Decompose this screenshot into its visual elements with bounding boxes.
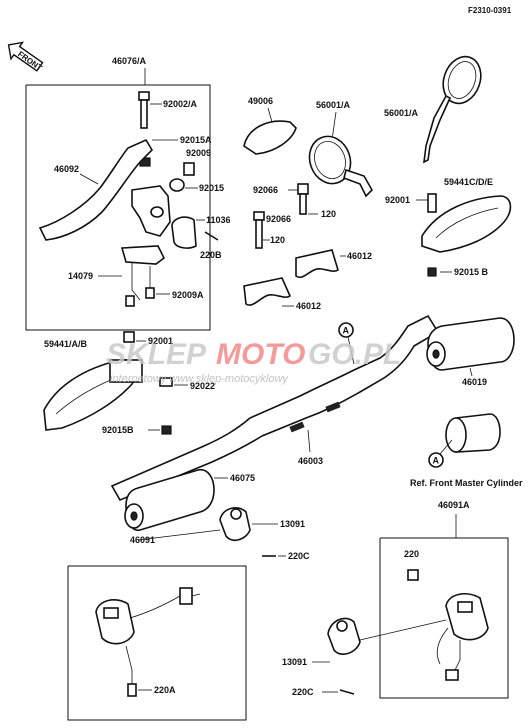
guard-bracket-left	[109, 359, 143, 383]
left-handlebar-switch	[95, 587, 201, 686]
label-92022: 92022	[190, 381, 215, 391]
label-11036: 11036	[206, 215, 231, 225]
label-92009A: 92009A	[172, 290, 204, 300]
front-arrow-icon: FRONT	[7, 41, 44, 73]
guard-bolt-right	[427, 193, 437, 213]
label-92066-upper: 92066	[253, 185, 278, 195]
left-grip	[124, 468, 215, 531]
ref-marker-top	[338, 322, 354, 338]
throttle-housing-ref	[445, 413, 501, 453]
label-120-upper: 120	[321, 209, 336, 219]
guard-spacer-left	[159, 377, 173, 387]
label-46076: 46076/A	[112, 56, 147, 66]
label-46075: 46075	[230, 473, 255, 483]
label-59441CDE: 59441C/D/E	[444, 177, 493, 187]
label-13091-left: 13091	[280, 519, 305, 529]
handlebar-knurl	[289, 401, 341, 433]
watermark-brand-right: GO.PL	[308, 338, 401, 371]
label-92015A: 92015A	[180, 135, 212, 145]
label-46012-lower: 46012	[296, 301, 321, 311]
lever-bolt	[138, 91, 150, 129]
ref-marker-top-text: A	[343, 326, 350, 336]
mirror-left	[308, 135, 373, 198]
guard-nut-left	[161, 425, 172, 435]
screw-220C-right	[339, 689, 355, 695]
label-92001-right: 92001	[385, 195, 410, 205]
label-59441AB: 59441/A/B	[44, 339, 88, 349]
label-220B: 220B	[200, 250, 222, 260]
left-switch-frame	[67, 565, 247, 721]
throttle-grip	[426, 317, 515, 371]
label-120-lower: 120	[270, 235, 285, 245]
handlebar-weight	[243, 120, 297, 155]
label-13091-right: 13091	[282, 657, 307, 667]
label-92002: 92002/A	[163, 99, 198, 109]
label-49006: 49006	[248, 96, 273, 106]
watermark-url: internetowy www.sklep-motocyklowy	[110, 373, 289, 385]
watermark-brand-left: SKLEP	[106, 338, 207, 371]
clutch-switch	[120, 245, 166, 265]
label-92066-lower: 92066	[266, 214, 291, 224]
switch-housing-left-upper	[219, 507, 251, 542]
adjuster-bolt	[183, 162, 195, 176]
label-92015: 92015	[199, 183, 224, 193]
lever-assembly-frame	[25, 84, 211, 331]
label-46091A: 46091A	[438, 500, 470, 510]
watermark: SKLEP MOTO GO.PL internetowy www.sklep-m…	[106, 338, 401, 385]
document-code: F2310-0391	[468, 6, 512, 15]
holder-bolt-lower	[253, 211, 265, 221]
label-46003: 46003	[298, 456, 323, 466]
label-220-right: 220	[404, 549, 419, 559]
guard-nut-right	[427, 267, 437, 277]
label-220C-right: 220C	[292, 687, 314, 697]
switch-housing-right-lower	[327, 617, 361, 655]
label-92015B-left: 92015B	[102, 425, 134, 435]
label-46019: 46019	[462, 377, 487, 387]
bolt-92001-left	[123, 331, 135, 343]
screw-220-right	[407, 569, 419, 581]
handlebar-holder-upper	[295, 249, 339, 279]
label-92015B-right: 92015 B	[454, 267, 489, 277]
label-220C-left: 220C	[288, 551, 310, 561]
handlebar-holder-lower	[243, 277, 292, 306]
label-92009: 92009	[186, 148, 211, 158]
watermark-brand-mid: MOTO	[216, 338, 305, 371]
adjuster-nut	[169, 178, 185, 192]
label-46012-upper: 46012	[347, 251, 372, 261]
ref-note: Ref. Front Master Cylinder	[410, 478, 523, 488]
label-14079: 14079	[68, 271, 93, 281]
label-92001-left: 92001	[148, 336, 173, 346]
lever-clamp	[171, 216, 197, 249]
ref-marker-bottom	[428, 452, 444, 468]
mirror-right	[423, 55, 482, 164]
screw-220A	[127, 683, 137, 697]
right-switch-frame	[379, 537, 509, 699]
label-46091: 46091	[130, 535, 155, 545]
label-56001-right: 56001/A	[384, 108, 419, 118]
clutch-lever	[38, 138, 154, 241]
label-46092: 46092	[54, 164, 79, 174]
right-handlebar-switch	[436, 593, 489, 681]
label-220A: 220A	[154, 685, 176, 695]
label-56001-center: 56001/A	[316, 100, 351, 110]
ref-marker-bottom-text: A	[433, 456, 440, 466]
holder-bolt-upper	[297, 183, 309, 195]
